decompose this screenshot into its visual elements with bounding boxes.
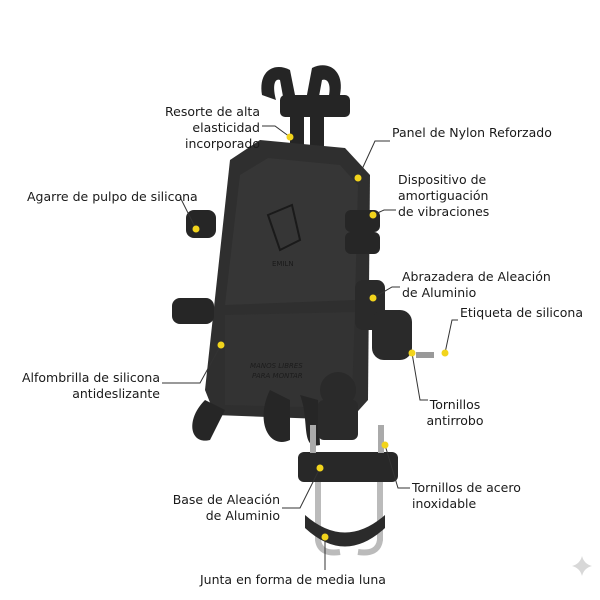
marker-dots xyxy=(192,133,449,541)
label-anti-theft-screws: Tornillos antirrobo xyxy=(420,397,490,429)
label-line: de Aluminio xyxy=(205,508,280,523)
logo-text: EMILN xyxy=(272,260,294,268)
label-line: Dispositivo de xyxy=(398,172,487,187)
label-line: Panel de Nylon Reforzado xyxy=(392,125,552,140)
label-line: amortiguación xyxy=(398,188,489,203)
label-line: Abrazadera de Aleación xyxy=(402,269,551,284)
label-gasket: Junta en forma de media luna xyxy=(200,572,386,588)
label-line: Tornillos de acero xyxy=(412,480,521,495)
label-spring: Resorte de alta elasticidad incorporado xyxy=(165,104,260,152)
clamp-arm xyxy=(318,280,434,440)
label-nylon-panel: Panel de Nylon Reforzado xyxy=(392,125,552,141)
label-line: antideslizante xyxy=(72,386,160,401)
label-clamp: Abrazadera de Aleación de Aluminio xyxy=(402,269,551,301)
label-line: Tornillos xyxy=(429,397,481,412)
label-steel-screws: Tornillos de acero inoxidable xyxy=(412,480,521,512)
label-line: de vibraciones xyxy=(398,204,490,219)
label-line: Agarre de pulpo de silicona xyxy=(27,189,198,204)
label-line: Base de Aleación xyxy=(172,492,280,507)
label-line: inoxidable xyxy=(412,496,477,511)
label-octopus-grip: Agarre de pulpo de silicona xyxy=(27,189,198,205)
label-line: antirrobo xyxy=(426,413,484,428)
leader-lines xyxy=(162,125,458,570)
label-line: Junta en forma de media luna xyxy=(200,572,386,587)
label-damper: Dispositivo de amortiguación de vibracio… xyxy=(398,172,489,220)
label-mat: Alfombrilla de silicona antideslizante xyxy=(22,370,160,402)
side-grips xyxy=(172,210,380,446)
svg-text:PARA MONTAR: PARA MONTAR xyxy=(252,372,303,380)
label-line: Etiqueta de silicona xyxy=(460,305,583,320)
sparkle-icon xyxy=(572,556,592,576)
label-silicone-tag: Etiqueta de silicona xyxy=(460,305,583,321)
label-line: de Aluminio xyxy=(402,285,477,300)
svg-text:MANOS LIBRES: MANOS LIBRES xyxy=(250,362,303,370)
label-line: Alfombrilla de silicona xyxy=(21,370,160,385)
label-line: elasticidad xyxy=(192,120,260,135)
label-line: incorporado xyxy=(184,136,260,151)
label-line: Resorte de alta xyxy=(165,104,260,119)
label-base: Base de Aleación de Aluminio xyxy=(173,492,280,524)
